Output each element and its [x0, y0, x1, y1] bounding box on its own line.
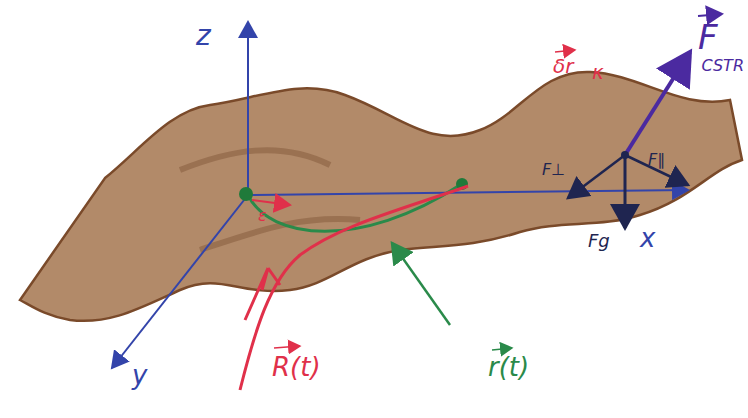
vector-arrow	[274, 346, 300, 348]
particle-dot	[621, 151, 629, 159]
leader-line	[392, 243, 450, 325]
curvature-label: κ	[592, 62, 604, 82]
vector-arrow	[555, 50, 575, 52]
vector-label: R(t)	[272, 354, 321, 380]
perp-force	[568, 155, 625, 198]
force-subscript: CSTR	[701, 58, 744, 74]
epsilon-arrow	[252, 200, 290, 205]
vector-arrow	[698, 14, 722, 16]
force-label: F∥	[648, 152, 665, 168]
variation-label: δr	[553, 56, 573, 76]
surface-band	[20, 72, 742, 321]
position-curve	[240, 186, 468, 390]
constraint-force	[625, 52, 690, 155]
y-axis	[112, 195, 248, 368]
origin-dot	[239, 187, 253, 201]
gravity-force	[624, 155, 627, 228]
x-axis	[248, 190, 688, 195]
axis-label: y	[132, 362, 147, 388]
arrow-mark	[245, 268, 280, 320]
axis-label: x	[640, 225, 655, 251]
force-label: F⊥	[542, 162, 565, 178]
axis-label: z	[196, 22, 211, 50]
vector-label: r(t)	[488, 354, 529, 380]
symbol-label: ε	[258, 208, 267, 224]
z-axis	[247, 22, 249, 195]
force-label: Fg	[588, 232, 610, 250]
vector-arrow	[492, 348, 512, 350]
force-label: F	[698, 20, 718, 54]
